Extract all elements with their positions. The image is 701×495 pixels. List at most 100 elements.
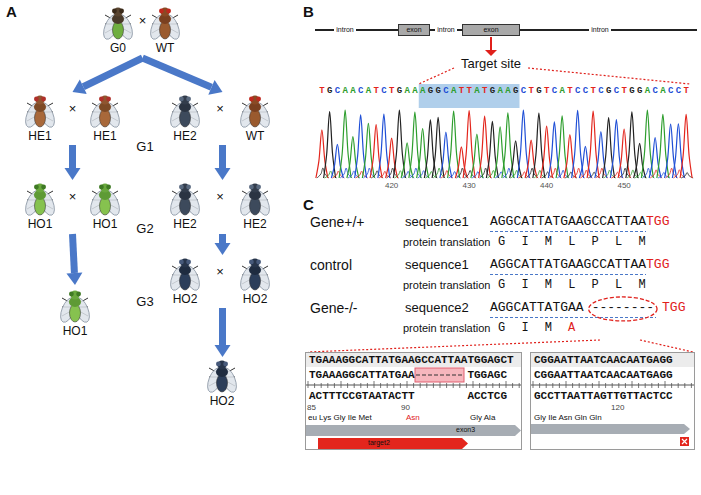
alignment-panel: TGAAAGGCATTATGAAGCCATTAATGGAGCTTGAAAGGCA… <box>305 352 522 450</box>
reference-strip <box>306 353 521 367</box>
complement-sequence: ACTTTCCGTAATACTT <box>309 390 415 403</box>
fly-eye <box>179 260 184 265</box>
fly-eye <box>179 97 184 102</box>
generation-arrow <box>215 145 231 180</box>
base-letter: T <box>458 86 466 96</box>
trace-peak <box>417 128 429 178</box>
arrow-outline <box>306 425 521 436</box>
feature-band <box>531 424 690 434</box>
ruler-tick <box>367 383 368 388</box>
base-letter: G <box>326 86 334 96</box>
arrow-head <box>215 168 231 180</box>
intron-label: intron <box>334 26 356 34</box>
ruler-tick <box>552 383 553 388</box>
fly-figure <box>88 96 123 130</box>
trace-peak <box>541 126 553 178</box>
ruler-tick <box>334 383 335 388</box>
trace-peak <box>618 129 630 178</box>
fly-figure <box>238 259 273 293</box>
sequence-underline <box>490 317 656 318</box>
deletion-gap: -------- <box>592 301 654 316</box>
base-letter: C <box>574 86 582 96</box>
base-letter: C <box>613 86 621 96</box>
protein-sequence: G I M L P L M <box>498 236 650 250</box>
panel-letter: A <box>6 3 17 20</box>
genotype-label: HO1 <box>28 218 53 232</box>
fly-eye <box>166 9 171 14</box>
amino-acids: Gly Ala <box>470 413 495 422</box>
fly-eye <box>179 185 184 190</box>
ruler-tick <box>546 383 547 388</box>
trace-peak <box>533 113 545 178</box>
ruler-tick <box>321 383 322 388</box>
genotype-label: HO2 <box>173 293 198 307</box>
trace-peak <box>680 114 692 178</box>
fly-eye <box>34 185 39 190</box>
trace-peak <box>603 118 615 178</box>
trace-peak <box>362 123 374 178</box>
chromatogram-sequence: TGCAACATCTGAAAGGCATTATGAAGCTGTCATCCTCGCT… <box>318 86 690 96</box>
cross-sign: × <box>69 190 77 205</box>
fly-eye <box>249 185 254 190</box>
fly-figure <box>238 184 273 218</box>
ruler-tick <box>645 383 646 388</box>
fly-figure <box>23 96 58 130</box>
ruler-tick <box>585 383 586 388</box>
intron-label: intron <box>589 26 611 34</box>
trace-peak <box>548 122 560 178</box>
arrow-outline <box>318 438 468 449</box>
arrow-shaft <box>143 58 212 87</box>
genotype-label: control <box>310 257 352 273</box>
trace-peak <box>424 120 436 178</box>
target-highlight <box>419 84 520 108</box>
ruler-tick <box>407 381 408 388</box>
base-letter: G <box>434 86 442 96</box>
fly-cross: HE2×HE2 <box>155 180 290 234</box>
generation-arrow <box>66 234 82 285</box>
ruler-tick <box>473 381 474 388</box>
fly-figure <box>205 361 240 395</box>
exon-box: exon <box>462 24 520 36</box>
arrow-head <box>208 80 222 95</box>
ruler-tick <box>539 383 540 388</box>
base-letter: T <box>620 86 628 96</box>
base-letter: G <box>636 86 644 96</box>
trace-peak <box>432 117 444 178</box>
base-letter: T <box>543 86 551 96</box>
fly-figure <box>58 291 93 325</box>
arrow-shaft <box>83 58 142 87</box>
trace-peak <box>479 116 491 178</box>
aligned-sequence: TGGAGC <box>467 369 507 382</box>
target-arrow-head <box>485 50 497 56</box>
base-position: 420 <box>385 181 398 190</box>
exon-label: exon <box>483 26 498 34</box>
feature-arrow: exon3 <box>306 425 521 436</box>
ruler-tick <box>459 383 460 388</box>
trace-peak <box>370 125 382 178</box>
pam-sequence: TGG <box>646 258 669 273</box>
stop-marker-cross <box>682 439 687 444</box>
fly-cross: HE2×WT <box>155 92 290 145</box>
base-letter: A <box>644 86 652 96</box>
fly-eye <box>216 362 221 367</box>
base-letter: G <box>489 86 497 96</box>
fly-eye <box>256 185 261 190</box>
trace-peak <box>355 115 367 178</box>
fly-eye <box>256 260 261 265</box>
alignment-panel: CGGAATTAATCAACAATGAGGCGGAATTAATCAACAATGA… <box>530 352 695 450</box>
ruler-tick <box>691 383 692 388</box>
ruler-tick <box>341 381 342 388</box>
fly-eye <box>186 185 191 190</box>
fly-cross: HO2×HO2 <box>155 255 290 308</box>
panel-letter: C <box>303 196 314 213</box>
fly-eye <box>249 260 254 265</box>
generation-arrow <box>215 308 231 357</box>
fly-eye <box>256 97 261 102</box>
trace-peak <box>665 124 677 178</box>
trace-peak <box>486 121 498 178</box>
base-letter: A <box>473 86 481 96</box>
base-letter: C <box>651 86 659 96</box>
ruler-tick <box>360 383 361 388</box>
ruler-tick <box>314 383 315 388</box>
target-arrow-shaft <box>490 37 492 50</box>
